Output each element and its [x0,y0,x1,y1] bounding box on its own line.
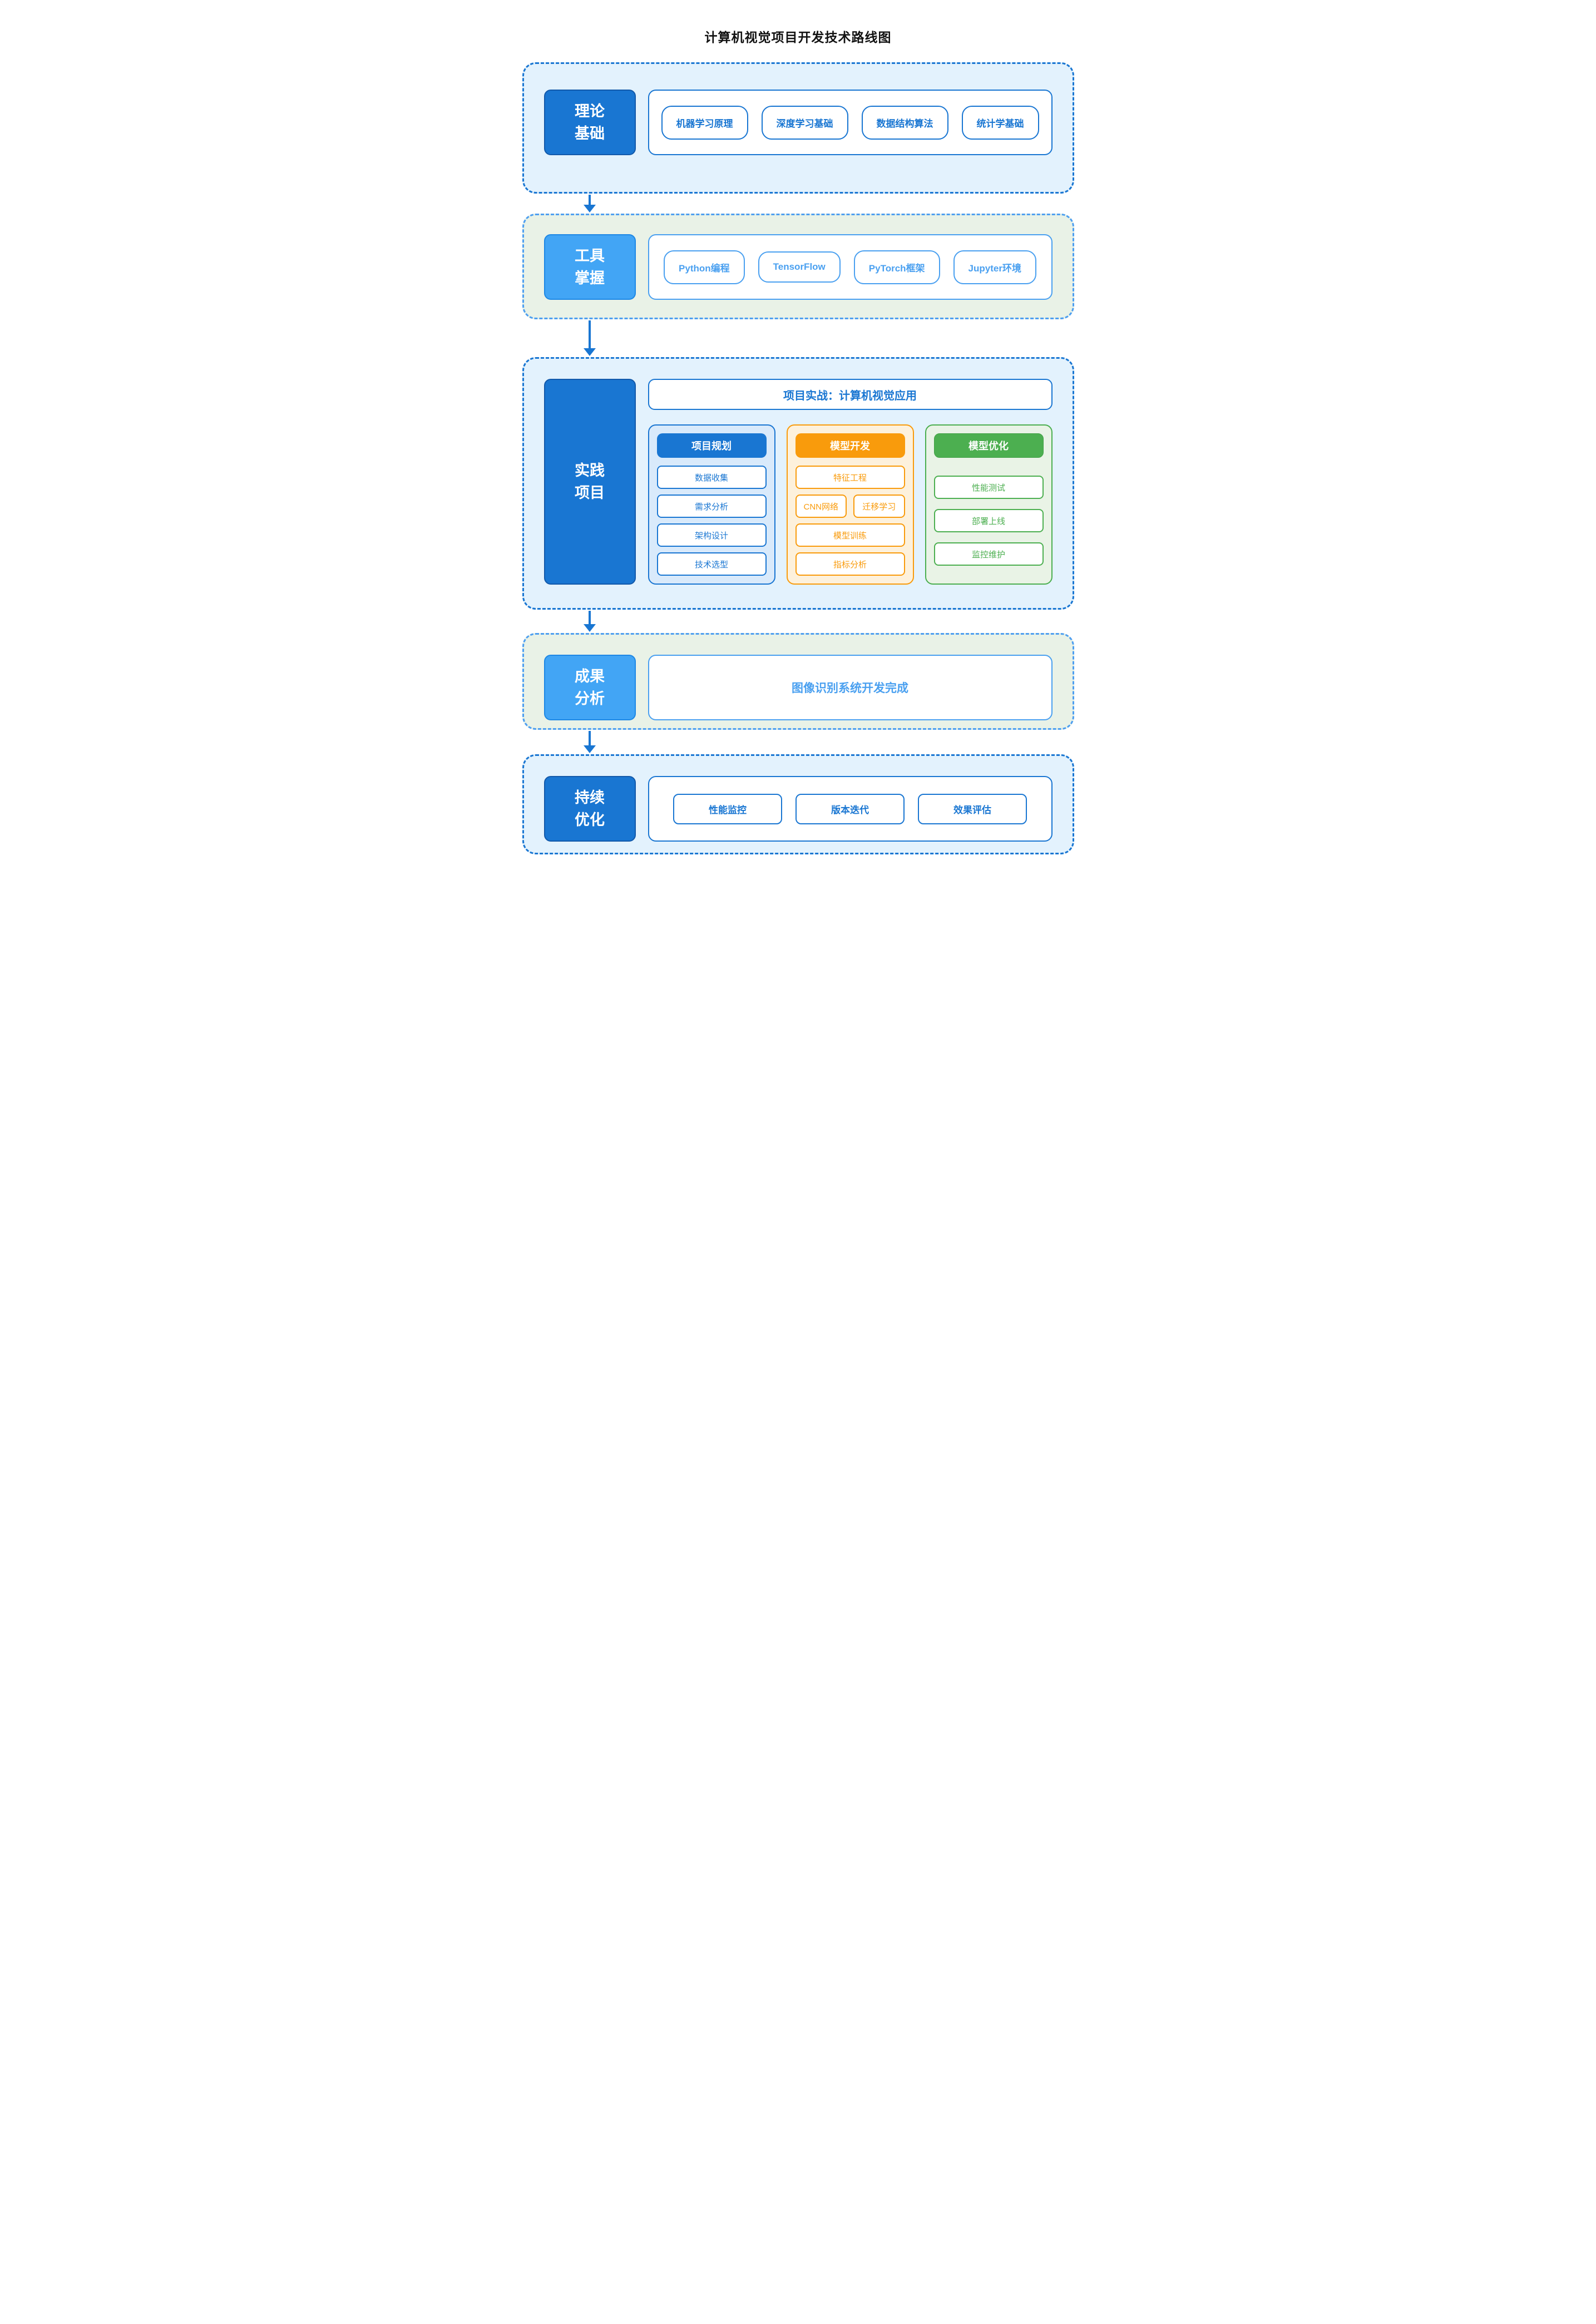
section-continuous-optimization: 持续 优化 性能监控 版本迭代 效果评估 [522,754,1074,854]
pill-version-iteration: 版本迭代 [795,793,905,824]
continuous-optimization-label: 持续 优化 [543,776,636,842]
label-line: 实践 [575,462,605,479]
arrow-down-icon [583,320,596,356]
result-banner: 图像识别系统开发完成 [648,655,1053,720]
pill-data-structures: 数据结构算法 [861,105,948,140]
node-transfer-learning: 迁移学习 [853,495,905,518]
arrow-down-icon [583,731,596,753]
column-model-optimization-items: 性能测试 部署上线 监控维护 [933,466,1044,576]
node-performance-testing: 性能测试 [933,476,1044,499]
column-project-planning: 项目规划 数据收集 需求分析 架构设计 技术选型 [648,424,775,585]
practice-columns: 项目规划 数据收集 需求分析 架构设计 技术选型 模型开发 特征工程 [648,424,1053,585]
node-cnn-network: CNN网络 [795,495,847,518]
pill-statistics: 统计学基础 [961,105,1039,140]
section-result-row: 成果 分析 图像识别系统开发完成 [543,655,1053,720]
model-dev-half-row: CNN网络 迁移学习 [795,495,905,518]
column-model-development: 模型开发 特征工程 CNN网络 迁移学习 模型训练 指标分析 [786,424,914,585]
label-line: 掌握 [575,270,605,286]
section-theory-row: 理论 基础 机器学习原理 深度学习基础 数据结构算法 统计学基础 [543,90,1053,155]
pill-effect-evaluation: 效果评估 [918,793,1027,824]
node-deployment: 部署上线 [933,509,1044,532]
arrow-down-icon [583,195,596,212]
column-model-optimization-header: 模型优化 [933,433,1044,458]
section-optimize-row: 持续 优化 性能监控 版本迭代 效果评估 [543,776,1053,842]
node-architecture-design: 架构设计 [656,523,767,547]
column-project-planning-header: 项目规划 [656,433,767,458]
node-monitoring-maintenance: 监控维护 [933,542,1044,566]
page-title: 计算机视觉项目开发技术路线图 [704,30,892,44]
column-project-planning-items: 数据收集 需求分析 架构设计 技术选型 [656,466,767,576]
node-data-collection: 数据收集 [656,466,767,489]
section-practice-row: 实践 项目 项目实战：计算机视觉应用 项目规划 数据收集 需求分析 架构设计 技… [543,379,1053,585]
section-tool-mastery: 工具 掌握 Python编程 TensorFlow PyTorch框架 Jupy… [522,214,1074,319]
node-requirement-analysis: 需求分析 [656,495,767,518]
result-analysis-label: 成果 分析 [543,655,636,720]
label-line: 优化 [575,812,605,828]
pill-pytorch: PyTorch框架 [853,250,940,284]
label-line: 成果 [575,667,605,685]
theory-pills-panel: 机器学习原理 深度学习基础 数据结构算法 统计学基础 [648,90,1053,155]
flow-connector-3 [522,610,1074,633]
flow-connector-2 [522,319,1074,357]
section-theory-foundation: 理论 基础 机器学习原理 深度学习基础 数据结构算法 统计学基础 [522,62,1074,194]
pill-machine-learning: 机器学习原理 [661,105,748,140]
section-result-analysis: 成果 分析 图像识别系统开发完成 [522,633,1074,730]
column-model-development-header: 模型开发 [795,433,905,458]
label-line: 基础 [575,125,605,142]
pill-performance-monitoring: 性能监控 [673,793,782,824]
column-model-development-items: 特征工程 CNN网络 迁移学习 模型训练 指标分析 [795,466,905,576]
practice-content: 项目实战：计算机视觉应用 项目规划 数据收集 需求分析 架构设计 技术选型 模型… [648,379,1053,585]
roadmap-page: 计算机视觉项目开发技术路线图 理论 基础 机器学习原理 深度学习基础 数据结构算… [497,0,1099,880]
flow-connector-1 [522,194,1074,214]
practice-header-banner: 项目实战：计算机视觉应用 [648,379,1053,410]
column-model-optimization: 模型优化 性能测试 部署上线 监控维护 [925,424,1053,585]
optimize-pills-panel: 性能监控 版本迭代 效果评估 [648,776,1053,842]
node-feature-engineering: 特征工程 [795,466,905,489]
flow-connector-4 [522,730,1074,754]
label-line: 理论 [575,102,605,120]
pill-python: Python编程 [664,250,745,284]
label-line: 工具 [575,247,605,264]
node-metric-analysis: 指标分析 [795,552,905,576]
node-model-training: 模型训练 [795,523,905,547]
node-tech-selection: 技术选型 [656,552,767,576]
label-line: 持续 [575,789,605,806]
pill-jupyter: Jupyter环境 [953,250,1036,284]
practice-projects-label: 实践 项目 [543,379,636,585]
theory-foundation-label: 理论 基础 [543,90,636,155]
section-tools-row: 工具 掌握 Python编程 TensorFlow PyTorch框架 Jupy… [543,234,1053,300]
tools-pills-panel: Python编程 TensorFlow PyTorch框架 Jupyter环境 [648,234,1053,300]
label-line: 项目 [575,484,605,501]
arrow-down-icon [583,611,596,632]
label-line: 分析 [575,690,605,707]
pill-deep-learning: 深度学习基础 [761,105,848,140]
tool-mastery-label: 工具 掌握 [543,234,636,300]
section-practice-projects: 实践 项目 项目实战：计算机视觉应用 项目规划 数据收集 需求分析 架构设计 技… [522,357,1074,610]
pill-tensorflow: TensorFlow [758,251,841,283]
